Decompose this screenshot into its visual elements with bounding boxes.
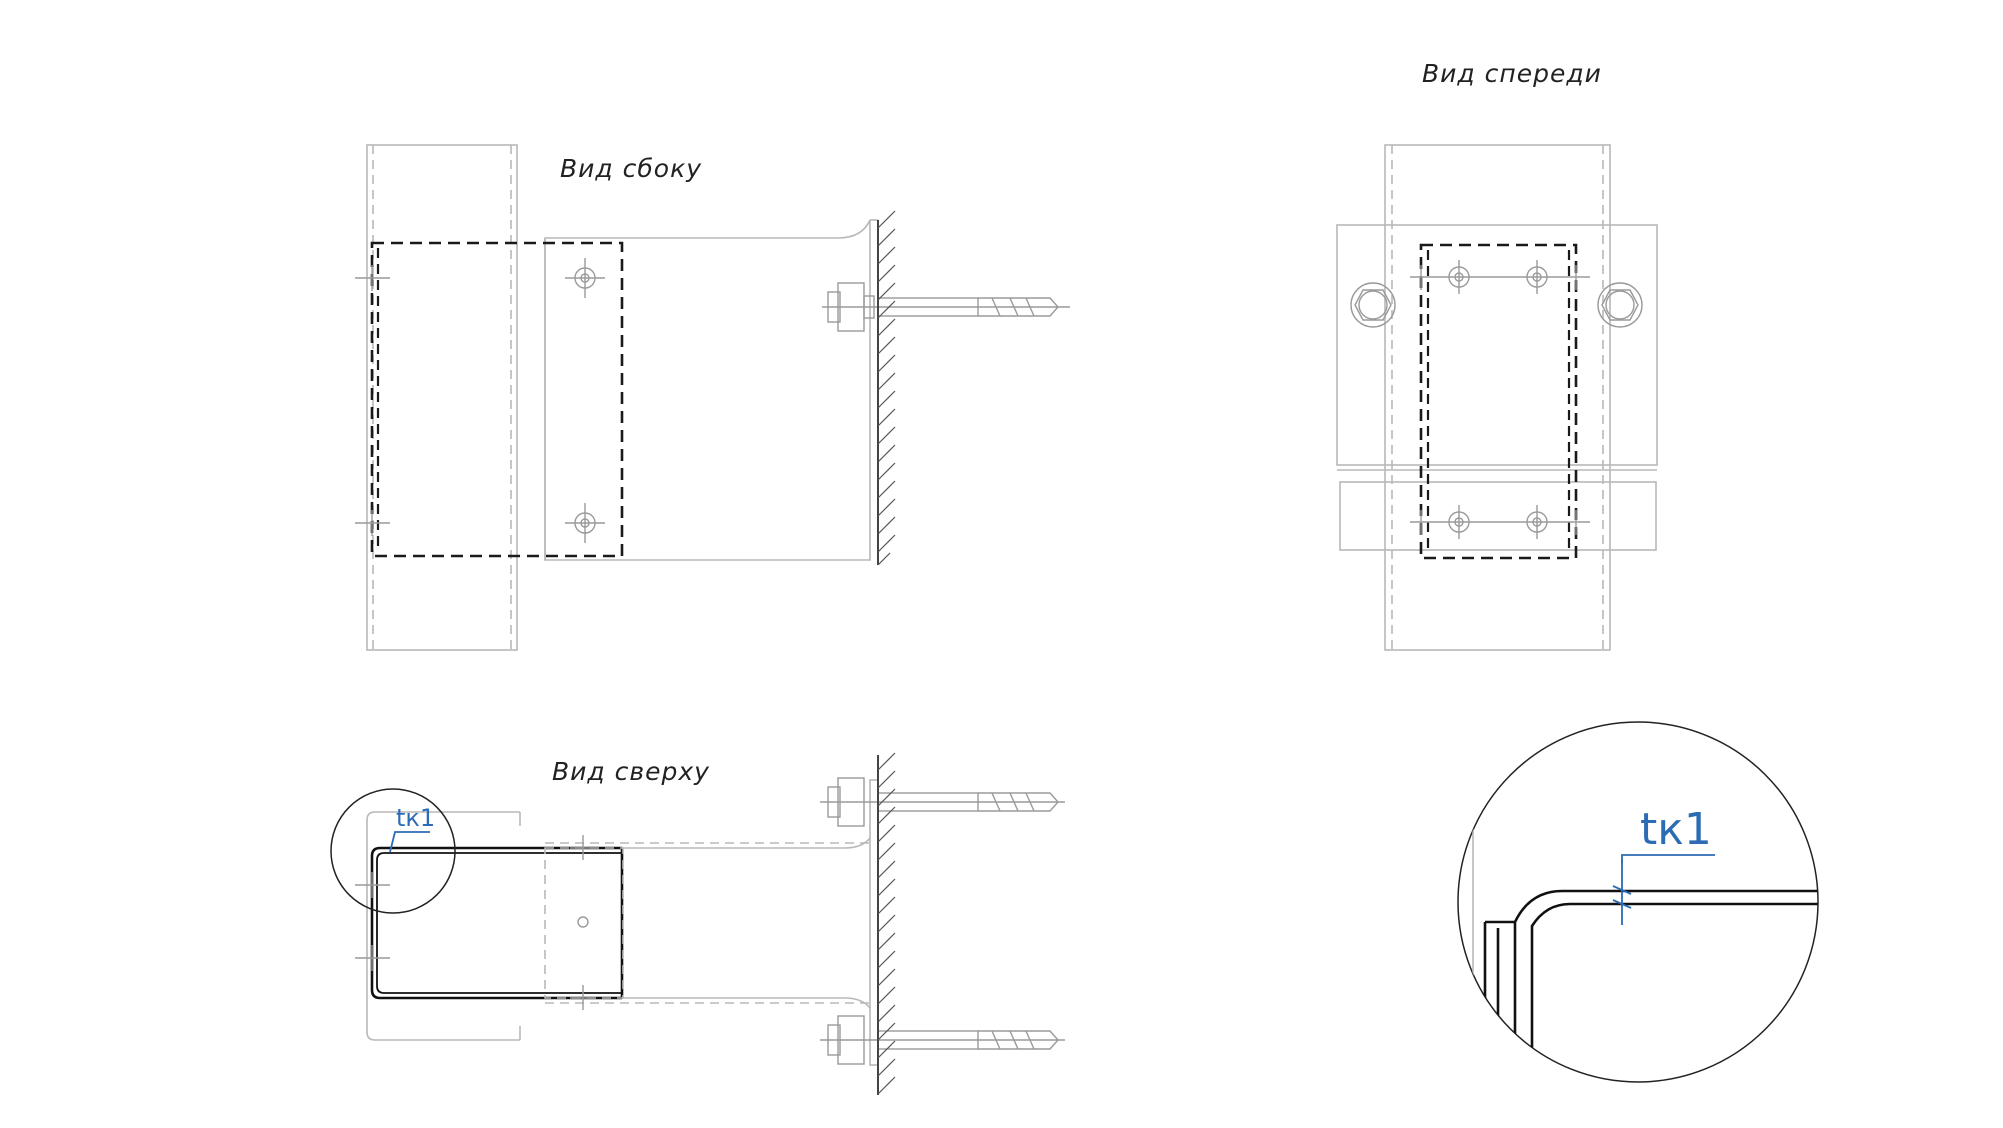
weld-mark-small: tк1: [396, 804, 435, 832]
front-base-plate: [1336, 224, 1658, 551]
detail-view: tк1: [1457, 721, 1819, 1083]
front-bolts: [1410, 260, 1590, 539]
top-wall: [877, 752, 896, 1095]
side-view: Вид сбоку: [355, 144, 1070, 651]
top-view: Вид сверху: [330, 752, 1065, 1095]
side-wall: [877, 210, 896, 566]
weld-leader: [1612, 854, 1715, 925]
front-view-title: Вид спереди: [1422, 59, 1602, 88]
top-view-title: Вид сверху: [552, 757, 710, 786]
side-column: [366, 144, 518, 651]
side-bracket: [544, 219, 879, 565]
side-clamp-hidden: [370, 241, 624, 558]
side-bolts: [355, 258, 605, 543]
weld-mark-large: tк1: [1640, 804, 1712, 855]
top-outer-bracket: [366, 811, 521, 1041]
side-anchor-bolt: [822, 282, 1070, 332]
top-bracket: [355, 779, 879, 1066]
top-clamp: [370, 846, 624, 1000]
front-clamp-hidden: [1419, 243, 1578, 560]
top-anchor-bolts: [820, 777, 1065, 1065]
front-column: [1384, 144, 1611, 651]
front-anchor-nuts: [1350, 282, 1643, 328]
front-view: Вид спереди: [1336, 59, 1658, 651]
detail-circle: [1457, 721, 1819, 1083]
top-detail-callout: tк1: [330, 788, 456, 914]
side-view-title: Вид сбоку: [560, 154, 702, 183]
